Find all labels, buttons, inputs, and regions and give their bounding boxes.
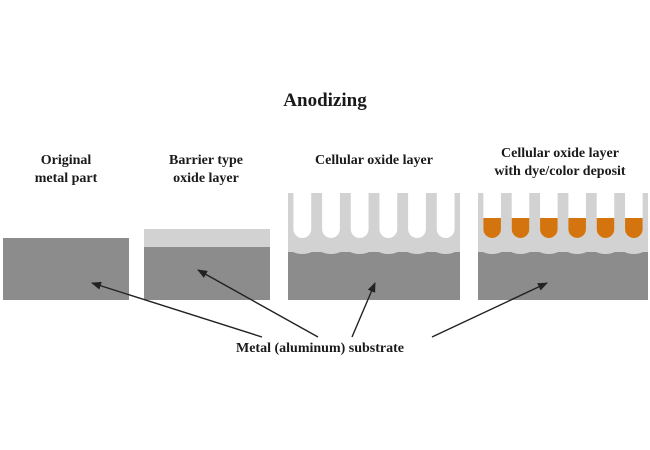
oxide-scallop [478,246,507,254]
oxide-scallop [374,246,403,254]
dye-deposit [483,218,501,238]
barrier-metal-block [144,247,270,300]
oxide-scallop [534,246,563,254]
stage-caption-dyed: Cellular oxide layer with dye/color depo… [470,145,650,181]
arrow-to-original [91,281,263,338]
caption-line: with dye/color deposit [494,164,626,179]
stage-caption-barrier: Barrier type oxide layer [142,152,270,188]
oxide-scallop [345,246,374,254]
dye-deposit [568,218,586,238]
oxide-pore [436,193,455,238]
substrate-label: Metal (aluminum) substrate [236,341,404,356]
oxide-scallop [431,246,460,254]
arrow-to-cellular [351,282,376,338]
oxide-scallop [619,246,648,254]
oxide-pore [350,193,369,238]
cellular-metal-block [288,244,460,300]
stage-caption-cellular: Cellular oxide layer [288,152,460,170]
arrow-to-dyed [431,282,548,338]
caption-line: Original [40,153,92,168]
oxide-pore [379,193,398,238]
oxide-pore [322,193,340,238]
dye-deposit [625,218,643,238]
dyed-oxide-layer [478,193,648,255]
dye-deposit [511,218,530,238]
oxide-scallop [288,246,317,254]
oxide-scallop [506,246,535,254]
caption-line: metal part [34,171,98,186]
oxide-scallop [316,246,346,254]
original-metal-block [3,238,129,300]
cellular-oxide-layer [288,193,460,254]
oxide-scallop [591,246,620,255]
oxide-pore [293,193,312,238]
caption-line: Cellular oxide layer [501,146,619,161]
oxide-slab [288,193,460,252]
oxide-pore [408,193,426,238]
oxide-scallop [402,246,432,254]
stage-caption-original: Original metal part [2,152,130,188]
dye-deposit [596,218,615,238]
oxide-scallop [563,246,592,254]
diagram-title: Anodizing [283,90,367,111]
barrier-oxide-layer [144,229,270,247]
arrow-to-barrier [197,269,319,338]
caption-line: oxide layer [173,171,239,186]
caption-line: Cellular oxide layer [315,153,433,168]
oxide-slab [478,193,648,252]
dyed-metal-block [478,244,648,300]
dye-deposit [540,218,558,238]
caption-line: Barrier type [169,153,243,168]
